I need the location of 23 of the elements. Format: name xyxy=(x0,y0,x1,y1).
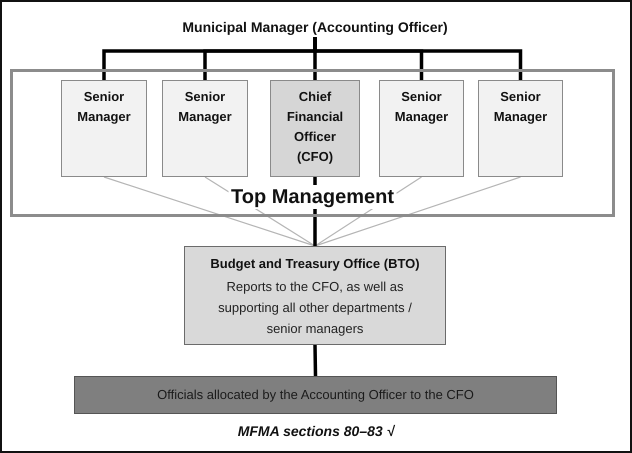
officials-bar xyxy=(74,376,557,414)
connector-line xyxy=(104,176,316,247)
role-box xyxy=(478,80,563,177)
panel-heading: Top Management xyxy=(228,185,397,209)
box-heading: Budget and Treasury Office (BTO) xyxy=(209,255,421,273)
connector-line xyxy=(313,37,522,80)
caption-text: MFMA sections 80–83 √ xyxy=(238,422,394,440)
connector-line xyxy=(314,176,521,247)
role-title: Senior Manager xyxy=(177,88,233,126)
role-box xyxy=(162,80,248,177)
bar-text: Officials allocated by the Accounting Officer to the CFO xyxy=(157,387,474,402)
heading-text: Municipal Manager (Accounting Officer) xyxy=(135,17,495,37)
role-box xyxy=(270,80,360,177)
role-title: Senior Manager xyxy=(492,88,548,126)
box-description: Reports to the CFO, as well as supporting all other departments / senior managers xyxy=(217,278,413,338)
connector-line xyxy=(313,344,318,376)
group-panel xyxy=(10,69,615,217)
role-title: Chief Financial Officer (CFO) xyxy=(286,88,344,166)
office-box xyxy=(184,246,446,345)
role-box xyxy=(61,80,147,177)
role-title: Senior Manager xyxy=(394,88,450,126)
role-box xyxy=(379,80,464,177)
role-title: Senior Manager xyxy=(76,88,132,126)
